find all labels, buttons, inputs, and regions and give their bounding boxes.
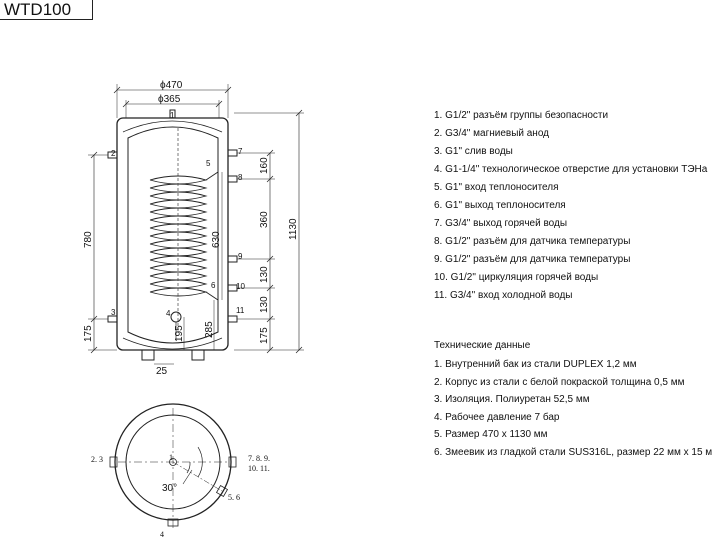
legend-item: 11. G3/4" вход холодной воды xyxy=(434,290,573,301)
dim-780: 780 xyxy=(83,231,94,248)
top-view-bottom-connector xyxy=(167,518,179,527)
legend-item: 6. G1" выход теплоносителя xyxy=(434,200,566,211)
spec-item: 3. Изоляция. Полиуретан 52,5 мм xyxy=(434,394,590,405)
dim-360: 360 xyxy=(259,211,270,228)
legend-item: 4. G1-1/4" технологическое отверстие для… xyxy=(434,164,708,175)
dim-total-height: 1130 xyxy=(288,218,299,240)
legend-item: 3. G1" слив воды xyxy=(434,146,513,157)
port-label-3: 3 xyxy=(111,308,116,317)
specs-heading: Технические данные xyxy=(434,340,531,351)
port-1-connector xyxy=(169,109,176,119)
port-label-2: 2 xyxy=(111,149,116,158)
spec-item: 6. Змеевик из гладкой стали SUS316L, раз… xyxy=(434,446,712,458)
dim-inner-diameter: ϕ365 xyxy=(158,94,181,105)
model-title: WTD100 xyxy=(0,0,93,20)
side-view xyxy=(88,84,304,365)
top-view-angle: 30° xyxy=(162,483,177,494)
port-label-9: 9 xyxy=(238,252,243,261)
dim-195: 195 xyxy=(174,325,185,342)
top-view-left-connector xyxy=(109,456,118,468)
heat-exchanger-coil xyxy=(149,171,219,301)
tank-inner-vessel xyxy=(127,126,219,344)
port-label-1: 1 xyxy=(170,111,175,120)
dim-130-a: 130 xyxy=(259,266,270,283)
port-label-4: 4 xyxy=(166,309,171,318)
dim-25: 25 xyxy=(156,366,168,377)
dim-175-right: 175 xyxy=(259,327,270,344)
port-label-11: 11 xyxy=(236,306,245,315)
port-8-connector xyxy=(227,175,238,183)
port-label-7: 7 xyxy=(238,147,243,156)
port-9-connector xyxy=(227,255,238,263)
port-label-6: 6 xyxy=(211,281,216,290)
top-view-right-connector xyxy=(228,456,237,468)
port-label-8: 8 xyxy=(238,173,243,182)
tank-foot-left xyxy=(141,349,155,361)
dim-160: 160 xyxy=(259,157,270,174)
legend-item: 9. G1/2" разъём для датчика температуры xyxy=(434,254,631,265)
dim-285: 285 xyxy=(204,321,215,338)
port-label-10: 10 xyxy=(236,282,245,291)
technical-specs: Технические данные 1. Внутренний бак из … xyxy=(434,336,712,461)
top-view-label-center: 1 xyxy=(169,453,173,462)
port-11-connector xyxy=(227,315,238,323)
legend-item: 5. G1" вход теплоносителя xyxy=(434,182,559,193)
dim-outer-diameter: ϕ470 xyxy=(160,80,183,91)
dim-130-b: 130 xyxy=(259,296,270,313)
port-label-5: 5 xyxy=(206,159,211,168)
spec-item: 2. Корпус из стали с белой покраской тол… xyxy=(434,376,685,388)
legend-item: 2. G3/4" магниевый анод xyxy=(434,128,550,139)
tank-foot-right xyxy=(191,349,205,361)
port-4-connector xyxy=(170,311,182,323)
legend-item: 8. G1/2" разъём для датчика температуры xyxy=(434,236,631,247)
spec-item: 5. Размер 470 х 1130 мм xyxy=(434,429,548,440)
top-view-label-bottom: 4 xyxy=(160,530,164,539)
top-view-label-right-1: 7. 8. 9. xyxy=(248,454,270,463)
spec-item: 4. Рабочее давление 7 бар xyxy=(434,411,560,423)
top-view-label-coil: 5. 6 xyxy=(228,493,240,502)
top-view-label-left: 2. 3 xyxy=(91,455,103,464)
legend-item: 1. G1/2" разъём группы безопасности xyxy=(434,110,609,121)
spec-item: 1. Внутренний бак из стали DUPLEX 1,2 мм xyxy=(434,359,637,370)
legend-item: 10. G1/2" циркуляция горячей воды xyxy=(434,272,599,283)
legend-item: 7. G3/4" выход горячей воды xyxy=(434,218,568,229)
top-view xyxy=(109,403,237,528)
port-legend: 1. G1/2" разъём группы безопасности 2. G… xyxy=(434,107,708,305)
top-view-label-right-2: 10. 11. xyxy=(248,464,270,473)
dim-630: 630 xyxy=(211,231,222,248)
dim-175-left: 175 xyxy=(83,325,94,342)
port-7-connector xyxy=(227,149,238,157)
